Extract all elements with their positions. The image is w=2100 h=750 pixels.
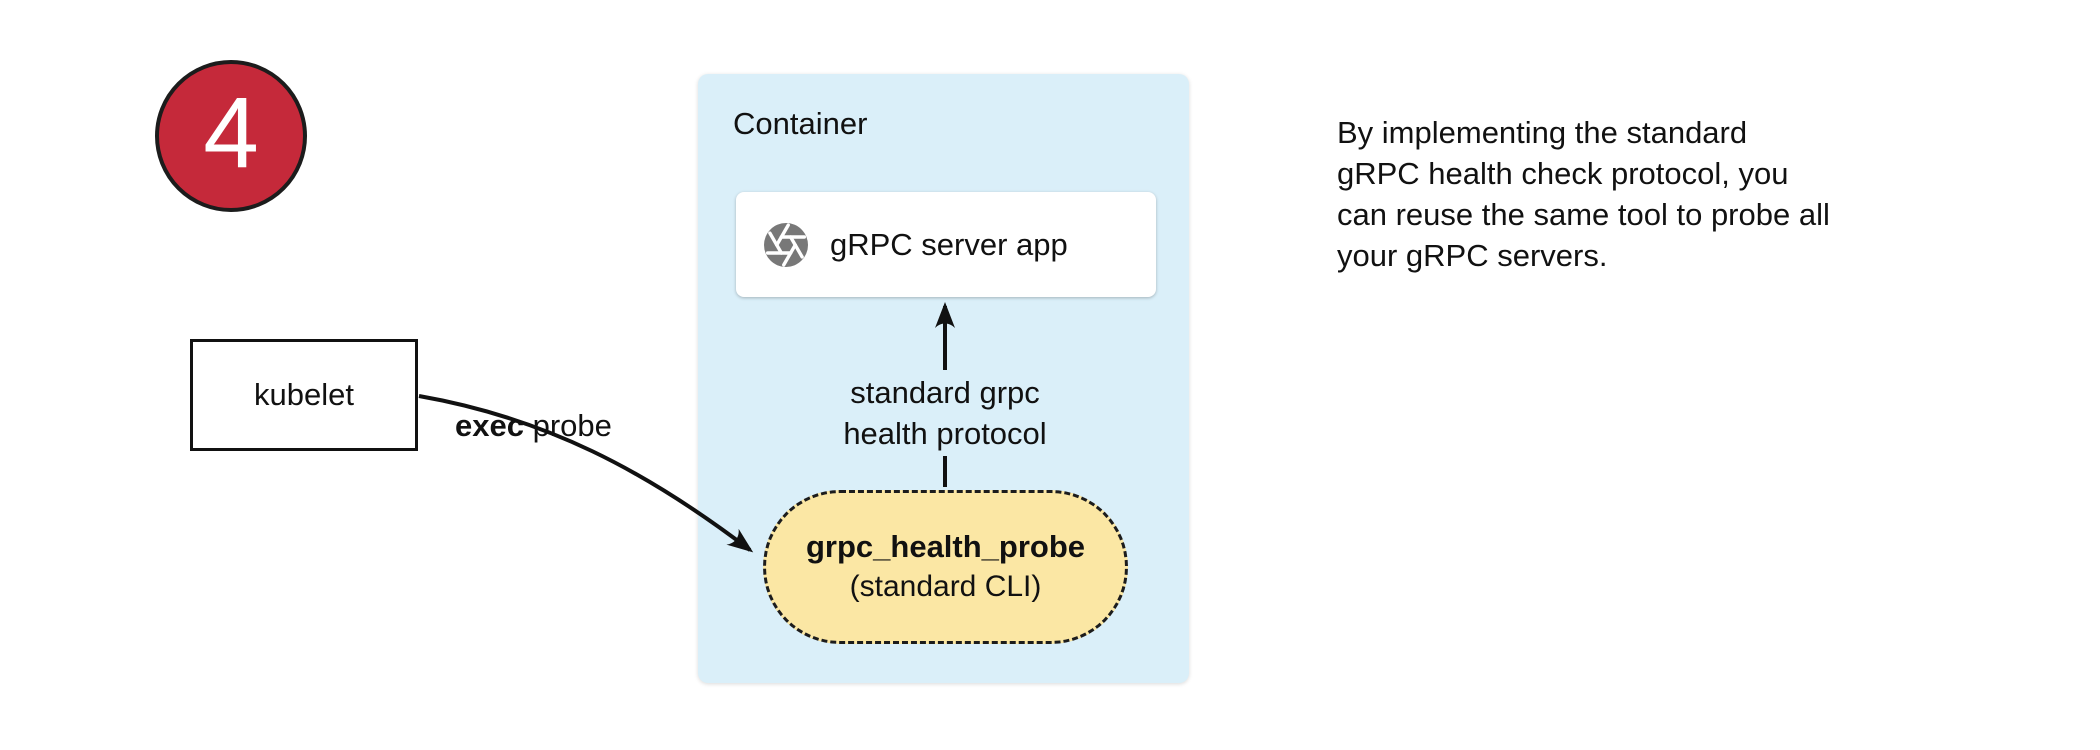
health-probe-subtitle: (standard CLI) — [849, 570, 1042, 603]
grpc-aperture-icon — [764, 222, 808, 267]
note-line: your gRPC servers. — [1337, 238, 1608, 273]
health-probe-box: grpc_health_probe (standard CLI) — [763, 490, 1128, 644]
probe-rest-text: probe — [523, 408, 612, 443]
server-app-label: gRPC server app — [830, 226, 1068, 262]
health-probe-name: grpc_health_probe — [805, 529, 1086, 564]
kubelet-box: kubelet — [190, 339, 418, 451]
protocol-label-line1: standard grpc — [850, 375, 1040, 410]
exec-bold-text: exec — [455, 408, 524, 443]
note-line: can reuse the same tool to probe all — [1337, 197, 1830, 232]
note-line: By implementing the standard — [1337, 115, 1748, 150]
step-badge: 4 — [155, 60, 307, 212]
protocol-label-line2: health protocol — [843, 416, 1047, 451]
kubelet-label: kubelet — [254, 377, 354, 412]
server-app-box: gRPC server app — [736, 192, 1156, 297]
exec-probe-label: exec probe — [455, 408, 612, 444]
note-line: gRPC health check protocol, you — [1337, 156, 1789, 191]
step-number: 4 — [203, 76, 259, 189]
container-title: Container — [733, 106, 868, 141]
protocol-arrow-label: standard grpc health protocol — [835, 370, 1055, 456]
note-text: By implementing the standard gRPC health… — [1337, 112, 1830, 276]
